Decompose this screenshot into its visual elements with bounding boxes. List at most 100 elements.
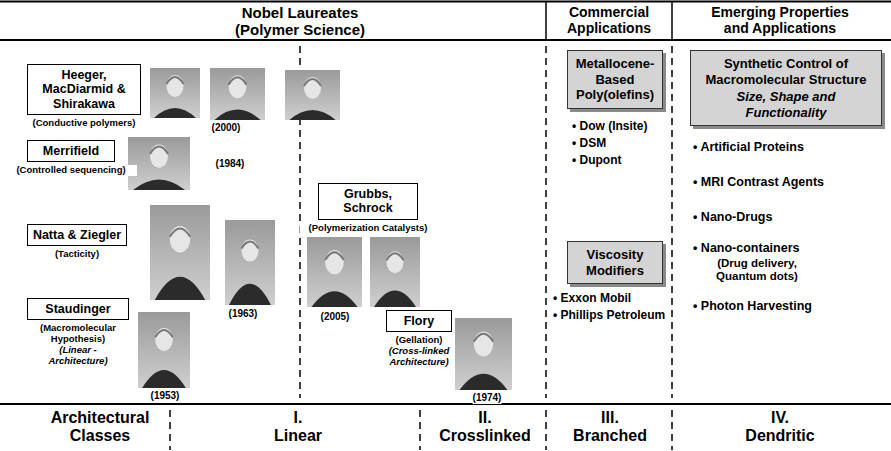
photo-body [214, 110, 260, 120]
class-name: I. Linear [272, 409, 324, 446]
portrait [128, 137, 190, 190]
box-caption: (Macromolecular Hypothesis) [31, 323, 126, 345]
photo-ground [285, 70, 340, 120]
laureate-box: Grubbs, Schrock(Polymerization Catalysts… [318, 183, 418, 220]
photo-face [387, 251, 404, 273]
photo-hair [242, 242, 259, 249]
company-item: • Exxon Mobil [553, 292, 631, 306]
box-title: Metallocene-Based Poly(olefins) [573, 56, 657, 103]
award-year: (1953) [151, 390, 180, 402]
photo-body [374, 291, 416, 307]
photo-body [133, 179, 185, 190]
photo-body [142, 370, 186, 388]
box-caption: (Polymerization Catalysts) [301, 223, 436, 234]
company-item: • Phillips Petroleum [553, 309, 665, 323]
photo-hair [474, 334, 493, 342]
award-year: (2005) [321, 311, 350, 323]
photo-hair [167, 77, 184, 84]
column-header: Nobel Laureates (Polymer Science) [210, 4, 390, 39]
caption-group: (Gellation)(Cross-linked Architecture) [383, 335, 455, 368]
photo-ground [370, 237, 420, 307]
caption-group: (Controlled sequencing) [5, 165, 137, 176]
photo-face [167, 75, 184, 97]
award-year: (1963) [229, 308, 258, 320]
photo-hair [170, 228, 190, 236]
portrait [150, 205, 210, 300]
award-year: (2000) [212, 122, 241, 134]
caption-group: (Tacticity) [31, 249, 123, 260]
laureate-box: Staudinger(Macromolecular Hypothesis)(Li… [27, 298, 129, 320]
application-item: • MRI Contrast Agents [693, 175, 824, 189]
photo-hair [387, 253, 404, 260]
photo-hair [150, 147, 168, 154]
laureate-box: Heeger, MacDiarmid & Shirakawa(Conductiv… [27, 64, 141, 115]
box-title: Synthetic Control of Macromolecular Stru… [696, 56, 876, 87]
photo-face [150, 144, 168, 167]
award-year: (1974) [473, 392, 502, 404]
photo-body [154, 108, 196, 118]
photo-body [460, 374, 508, 390]
photo-ground [150, 205, 210, 300]
photo-body [155, 277, 205, 300]
shaded-box: Viscosity Modifiers [567, 241, 663, 284]
application-item: • Nano-Drugs [693, 210, 772, 224]
portrait [150, 68, 200, 118]
photo-ground [225, 220, 275, 305]
photo-face [325, 250, 344, 274]
box-title: Merrifield [32, 144, 110, 158]
box-caption: (Conductive polymers) [19, 118, 149, 129]
class-name: II. Crosslinked [437, 409, 533, 446]
application-item: • Nano-containers [693, 241, 799, 255]
photo-face [304, 77, 321, 99]
column-header: Emerging Properties and Applications [700, 4, 860, 36]
portrait-photos [128, 68, 512, 390]
box-title: Viscosity Modifiers [573, 247, 657, 278]
box-title: Grubbs, Schrock [323, 187, 413, 216]
box-subtitle: Size, Shape and Functionality [696, 89, 876, 120]
box-title: Staudinger [32, 302, 124, 316]
caption-group: (Conductive polymers) [18, 118, 150, 129]
box-caption: (Cross-linked Architecture) [384, 346, 454, 368]
portrait [225, 220, 275, 305]
application-item: • Photon Harvesting [693, 299, 812, 313]
photo-ground [210, 68, 265, 120]
class-name: IV. Dendritic [743, 409, 816, 446]
company-item: • Dupont [572, 154, 622, 168]
award-year: (1984) [216, 158, 245, 170]
shaded-box: Synthetic Control of Macromolecular Stru… [690, 50, 882, 126]
box-caption: (Controlled sequencing) [6, 165, 136, 176]
portrait [307, 237, 362, 307]
box-caption: (Gellation) [384, 335, 454, 346]
photo-hair [155, 330, 173, 337]
portrait [370, 237, 420, 307]
box-title: Flory [391, 314, 447, 328]
company-item: • DSM [572, 137, 606, 151]
box-caption: (Linear - Architecture) [31, 345, 126, 367]
box-caption: (Tacticity) [32, 249, 122, 260]
photo-hair [229, 77, 247, 84]
shaded-box: Metallocene-Based Poly(olefins) [567, 50, 663, 109]
laureate-box: Merrifield(Controlled sequencing) [27, 140, 115, 162]
photo-hair [304, 79, 321, 86]
caption-group: (Polymerization Catalysts) [300, 223, 437, 234]
laureate-box: Flory(Gellation)(Cross-linked Architectu… [386, 310, 452, 332]
photo-face [474, 331, 493, 356]
photo-body [311, 291, 357, 307]
photo-hair [325, 252, 344, 260]
company-item: • Dow (Insite) [572, 120, 648, 134]
photo-body [229, 284, 271, 305]
photo-ground [307, 237, 362, 307]
class-name: III. Branched [571, 409, 649, 446]
photo-ground [128, 137, 190, 190]
photo-face [242, 240, 259, 262]
portrait [138, 312, 190, 388]
portrait [210, 68, 265, 120]
portrait [285, 70, 340, 120]
photo-face [229, 75, 247, 98]
laureate-box: Natta & Ziegler(Tacticity) [27, 224, 127, 246]
photo-face [170, 226, 190, 252]
box-title: Heeger, MacDiarmid & Shirakawa [32, 68, 136, 111]
photo-face [155, 328, 173, 351]
